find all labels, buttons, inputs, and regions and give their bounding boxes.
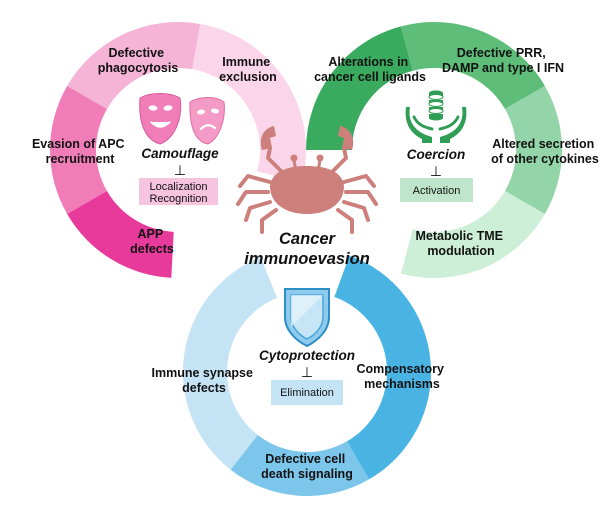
coercion-ring (306, 22, 562, 278)
segment-app-defects (67, 191, 174, 278)
label-app-defects: APP defects (130, 227, 174, 256)
segment-alterations-in-cancer-cell-ligands (306, 26, 413, 150)
cytoprotection-box-line1: Elimination (280, 387, 334, 399)
label-evasion-of-apc-recruitment: Evasion of APC recruitment (32, 137, 128, 166)
segment-defective-prr (400, 22, 545, 109)
label-alterations-in-cancer-cell-ligands: Alterations in cancer cell ligands (314, 55, 426, 84)
cytoprotection-title: Cytoprotection (259, 348, 355, 363)
coercion-inhibition-symbol: ⊥ (430, 164, 442, 180)
camouflage-inhibition-symbol: ⊥ (174, 163, 186, 179)
segment-evasion-of-apc-recruitment (50, 86, 107, 214)
label-metabolic-tme-modulation: Metabolic TME modulation (416, 229, 507, 258)
segment-immune-synapse-defects (182, 257, 278, 470)
cytoprotection-box (271, 380, 343, 405)
label-defective-phagocytosis: Defective phagocytosis (98, 46, 179, 75)
shield-icon (284, 288, 330, 348)
cytoprotection-inhibition-symbol: ⊥ (301, 365, 313, 381)
segment-immune-exclusion (192, 23, 307, 184)
label-defective-cell-death-signaling: Defective cell death signaling (261, 452, 353, 481)
segment-metabolic-tme-modulation (400, 191, 545, 278)
label-immune-synapse-defects: Immune synapse defects (152, 366, 257, 395)
camouflage-box-line1: Localization (149, 181, 207, 193)
segment-defective-phagocytosis (67, 21, 201, 109)
segment-defective-cell-death-signaling (230, 435, 369, 496)
theater-masks-icon (139, 93, 225, 145)
camouflage-title: Camouflage (141, 146, 219, 161)
coercion-box (400, 178, 473, 202)
camouflage-ring (50, 21, 307, 278)
center-title-line1: Cancer (279, 230, 337, 248)
label-defective-prr: Defective PRR, DAMP and type I IFN (442, 46, 564, 75)
label-compensatory-mechanisms: Compensatory mechanisms (356, 362, 447, 391)
segment-compensatory-mechanisms (334, 255, 431, 480)
label-immune-exclusion: Immune exclusion (219, 55, 277, 84)
label-altered-secretion: Altered secretion of other cytokines (491, 137, 599, 166)
crab-icon (236, 126, 378, 234)
camouflage-box (139, 178, 218, 205)
center-title-line2: immunoevasion (244, 250, 370, 268)
camouflage-box-line2: Recognition (149, 193, 207, 205)
hands-coins-icon (405, 90, 467, 143)
coercion-box-line1: Activation (413, 185, 461, 197)
cytoprotection-ring (182, 255, 431, 496)
segment-altered-secretion (505, 86, 562, 214)
coercion-title: Coercion (407, 147, 466, 162)
